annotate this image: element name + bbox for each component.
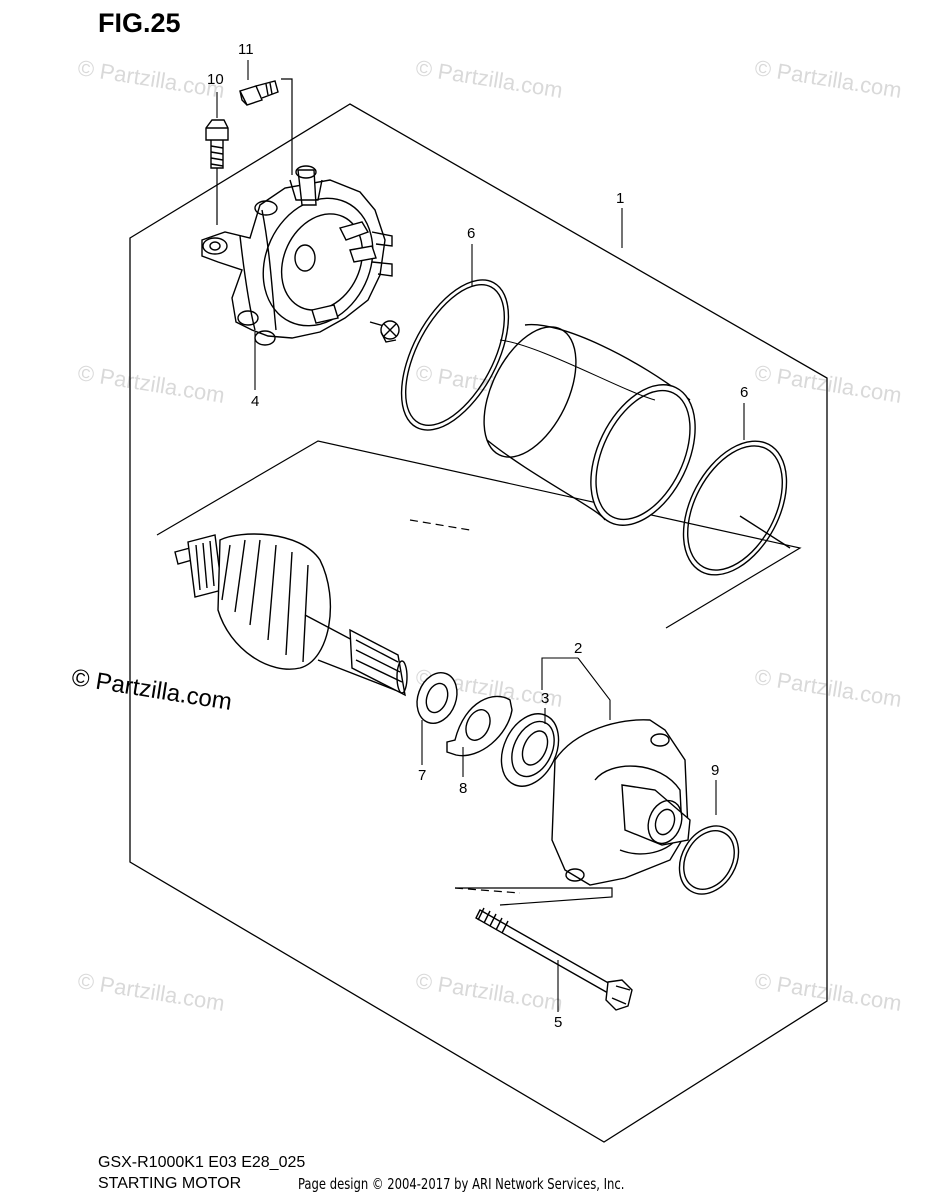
- callout-label: 9: [711, 762, 719, 779]
- armature-group-frame-dashed: [409, 519, 471, 531]
- callout-label: 11: [238, 41, 254, 58]
- callout-label: 4: [251, 393, 259, 410]
- bolt-11-drawing: [239, 80, 279, 106]
- callout-label: 7: [418, 767, 426, 784]
- callout-label: 6: [740, 384, 748, 401]
- model-code: GSX-R1000K1 E03 E28_025: [98, 1154, 306, 1171]
- armature-group-frame: [156, 440, 802, 629]
- armature-drawing: [174, 533, 408, 697]
- through-bolt-5-drawing: [475, 907, 633, 1011]
- callout-label: 8: [459, 780, 467, 797]
- oil-seal-3-drawing: [500, 713, 560, 787]
- callout-label: 1: [616, 190, 624, 207]
- page-credit: Page design © 2004-2017 by ARI Network S…: [298, 1175, 625, 1193]
- o-ring-9-drawing: [678, 825, 740, 895]
- assembly-frame: [129, 103, 828, 1143]
- o-ring-6-upper-drawing: [400, 279, 510, 431]
- screw-drawing: [369, 320, 400, 343]
- bolt-10-drawing: [205, 119, 229, 169]
- leader-lines: [216, 60, 745, 1012]
- callout-label: 3: [541, 690, 549, 707]
- figure-title: FIG.25: [98, 8, 181, 38]
- yoke-drawing: [483, 323, 696, 526]
- callout-label: 6: [467, 225, 475, 242]
- rear-housing-drawing: [201, 165, 393, 346]
- callout-labels: 1 2 3 4 5 6 6 7 8 9 10 11: [207, 41, 748, 1031]
- front-bracket-2-drawing: [551, 719, 691, 886]
- lock-plate-8-drawing: [446, 695, 513, 757]
- washer-7-drawing: [416, 672, 458, 724]
- callout-label: 10: [207, 71, 224, 88]
- assembly-name: STARTING MOTOR: [98, 1175, 242, 1192]
- o-ring-6-lower-drawing: [682, 440, 788, 576]
- callout-label: 2: [574, 640, 582, 657]
- callout-label: 5: [554, 1014, 562, 1031]
